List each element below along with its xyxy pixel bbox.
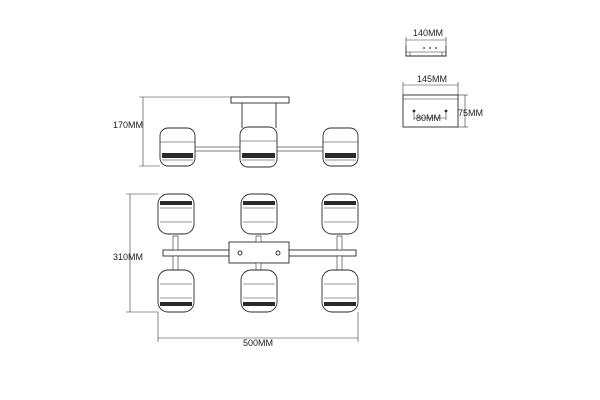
side-lamp-center xyxy=(239,126,278,168)
top-view: 310MM 500MM xyxy=(113,193,359,348)
top-stem-upper-center xyxy=(255,235,262,243)
plate-hole-left xyxy=(412,109,416,113)
top-width-dimension xyxy=(157,312,359,342)
top-height-dimension xyxy=(126,193,158,313)
top-lamp-lower-center xyxy=(240,269,278,313)
top-lamp-upper-right xyxy=(321,193,359,235)
side-view: 170MM xyxy=(113,96,359,168)
top-plate-hole-right xyxy=(275,250,281,256)
top-stem-lower-left xyxy=(172,255,179,271)
top-height-label: 310MM xyxy=(113,252,143,262)
top-lamp-lower-left xyxy=(157,269,195,313)
bracket-width-label: 140MM xyxy=(413,28,443,38)
top-stem-upper-left xyxy=(172,235,179,251)
top-lamp-upper-center xyxy=(240,193,278,235)
plate-width-label: 145MM xyxy=(417,74,447,84)
plate-shape xyxy=(402,94,459,128)
top-lamp-lower-right xyxy=(321,269,359,313)
plate-detail xyxy=(402,82,468,128)
top-stem-lower-right xyxy=(336,255,343,271)
top-plate-hole-left xyxy=(237,250,243,256)
hole-spacing-label: 80MM xyxy=(416,113,441,123)
top-lamp-upper-left xyxy=(157,193,195,235)
side-ceiling-plate xyxy=(230,96,290,104)
side-height-label: 170MM xyxy=(113,120,143,130)
top-width-label: 500MM xyxy=(243,338,273,348)
plate-height-label: 75MM xyxy=(458,108,483,118)
top-stem-lower-center xyxy=(255,262,262,271)
plate-hole-right xyxy=(444,109,448,113)
side-lamp-left xyxy=(159,127,196,167)
side-height-dimension xyxy=(139,96,231,167)
bracket-detail xyxy=(405,37,447,57)
bracket-shape xyxy=(405,46,447,57)
top-stem-upper-right xyxy=(336,235,343,251)
side-lamp-right xyxy=(322,127,359,167)
